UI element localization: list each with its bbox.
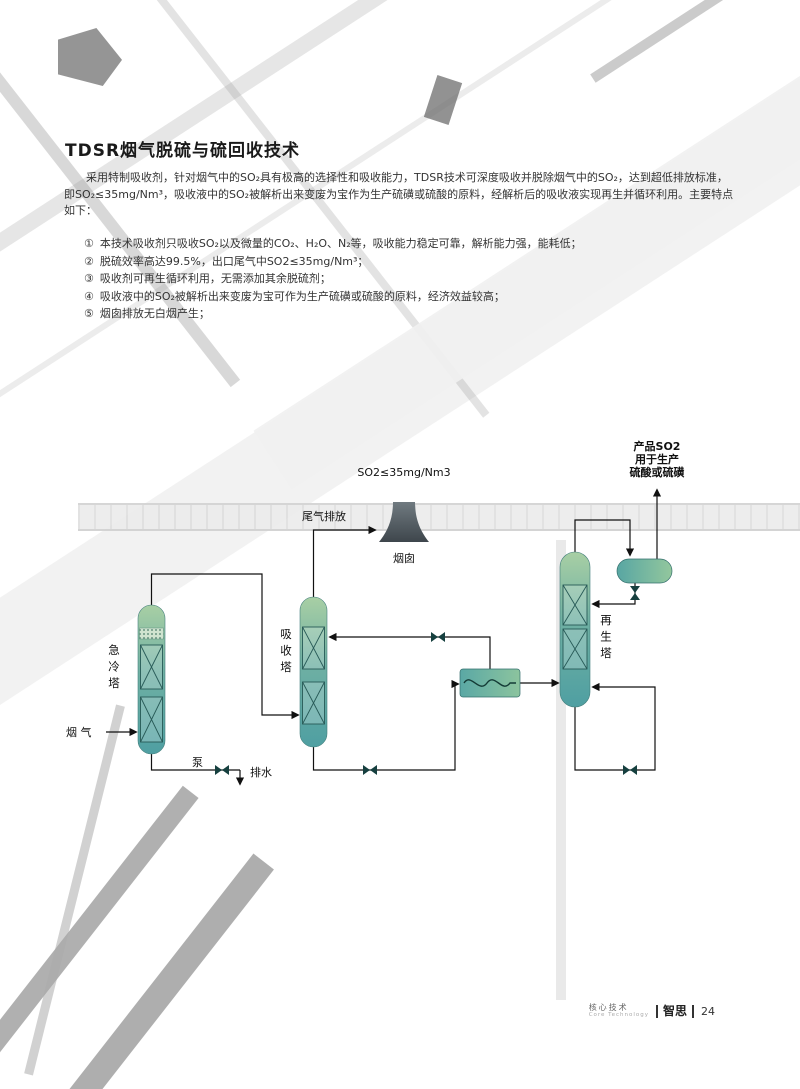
equipment [137, 502, 673, 775]
feature-text: 脱硫效率高达99.5%，出口尾气中SO2≤35mg/Nm³； [99, 254, 369, 268]
product-label-line3: 硫酸或硫磺 [629, 466, 685, 479]
valves-and-pumps [215, 586, 640, 775]
feature-item: ⑤ 烟囱排放无白烟产生； [84, 308, 744, 320]
drain-label: 排水 [250, 766, 272, 779]
page-number: 24 [701, 1004, 715, 1018]
absorber-packing [302, 626, 325, 725]
product-label-line1: 产品SO2 [633, 440, 681, 453]
process-flow-diagram: 产品SO2 用于生产 硫酸或硫磺 SO2≤35mg/Nm3 尾气排放 烟囱 急冷… [50, 432, 750, 792]
regenerator-packing [562, 584, 588, 670]
feature-text: 吸收剂可再生循环利用，无需添加其余脱硫剂； [99, 272, 331, 285]
flue-gas-label: 烟 气 [66, 726, 92, 739]
feature-list: ① 本技术吸收剂只吸收SO₂以及微量的CO₂、H₂O、N₂等，吸收能力稳定可靠，… [84, 238, 744, 326]
feature-marker: ③ [84, 272, 94, 285]
diagram-canvas [106, 488, 673, 786]
pipe-quench-to-absorber [150, 573, 300, 720]
footer-tech-cn: 核心技术 [588, 1003, 629, 1012]
chimney-icon [379, 502, 429, 542]
valve-icon [363, 765, 377, 775]
pipe-absorber-bottoms [312, 679, 460, 771]
tail-gas-label: 尾气排放 [302, 510, 346, 523]
page-title: TDSR烟气脱硫与硫回收技术 [65, 141, 301, 161]
pump-icon [623, 765, 637, 775]
heat-exchanger-coil [463, 679, 516, 687]
pipe-absorber-to-chimney [312, 525, 377, 599]
feature-marker: ⑤ [84, 307, 94, 320]
product-label-line2: 用于生产 [635, 453, 679, 466]
footer-tech-en: Core Technology [588, 1012, 649, 1018]
bg-vertical-member-1 [556, 540, 566, 1000]
feature-marker: ④ [84, 289, 94, 303]
quench-tower [137, 604, 166, 755]
pipe-regenerator-bottoms [574, 682, 656, 771]
pump-icon [215, 765, 229, 775]
feature-item: ② 脱硫效率高达99.5%，出口尾气中SO2≤35mg/Nm³； [84, 254, 744, 268]
quench-demister [139, 627, 164, 640]
valve-icon [431, 632, 445, 642]
footer-brand: 智思 [655, 1004, 694, 1018]
pipe-lean-return [328, 632, 491, 669]
feature-text: 烟囱排放无白烟产生； [99, 307, 210, 320]
condenser-vessel [616, 558, 673, 584]
regeneration-tower [559, 551, 591, 708]
chimney-label: 烟囱 [393, 552, 415, 565]
pipe-quench-bottoms [150, 750, 240, 771]
feature-marker: ① [84, 237, 94, 250]
regeneration-tower-label: 再生塔 [599, 614, 613, 664]
product-so2-label: 产品SO2 用于生产 硫酸或硫磺 [617, 440, 697, 479]
pump-label: 泵 [192, 756, 203, 769]
so2-limit-label: SO2≤35mg/Nm3 [357, 466, 451, 479]
pipe-regenerator-overhead [574, 519, 635, 557]
quench-tower-label: 急冷塔 [107, 644, 121, 694]
footer-tech-block: 核心技术 Core Technology [589, 1003, 649, 1019]
pipe-condenser-reflux [591, 583, 636, 609]
feature-item: ③ 吸收剂可再生循环利用，无需添加其余脱硫剂； [84, 273, 744, 285]
feature-text: 吸收液中的SO₂被解析出来变废为宝可作为生产硫磺或硫酸的原料，经济效益较高； [99, 289, 505, 303]
feature-text: 本技术吸收剂只吸收SO₂以及微量的CO₂、H₂O、N₂等，吸收能力稳定可靠，解析… [99, 237, 582, 250]
page-footer: 核心技术 Core Technology 智思 24 [589, 1003, 715, 1019]
intro-paragraph: 采用特制吸收剂，针对烟气中的SO₂具有极高的选择性和吸收能力，TDSR技术可深度… [64, 171, 734, 217]
quench-packing [140, 644, 163, 743]
feature-marker: ② [84, 254, 94, 268]
absorption-tower [299, 596, 328, 748]
valve-icon [630, 586, 640, 600]
pipes [106, 488, 662, 786]
feature-item: ① 本技术吸收剂只吸收SO₂以及微量的CO₂、H₂O、N₂等，吸收能力稳定可靠，… [84, 238, 744, 250]
feature-item: ④ 吸收液中的SO₂被解析出来变废为宝可作为生产硫磺或硫酸的原料，经济效益较高； [84, 289, 744, 303]
heat-exchanger [459, 668, 521, 698]
bg-beam-horizontal [78, 503, 800, 531]
absorption-tower-label: 吸收塔 [279, 628, 293, 678]
